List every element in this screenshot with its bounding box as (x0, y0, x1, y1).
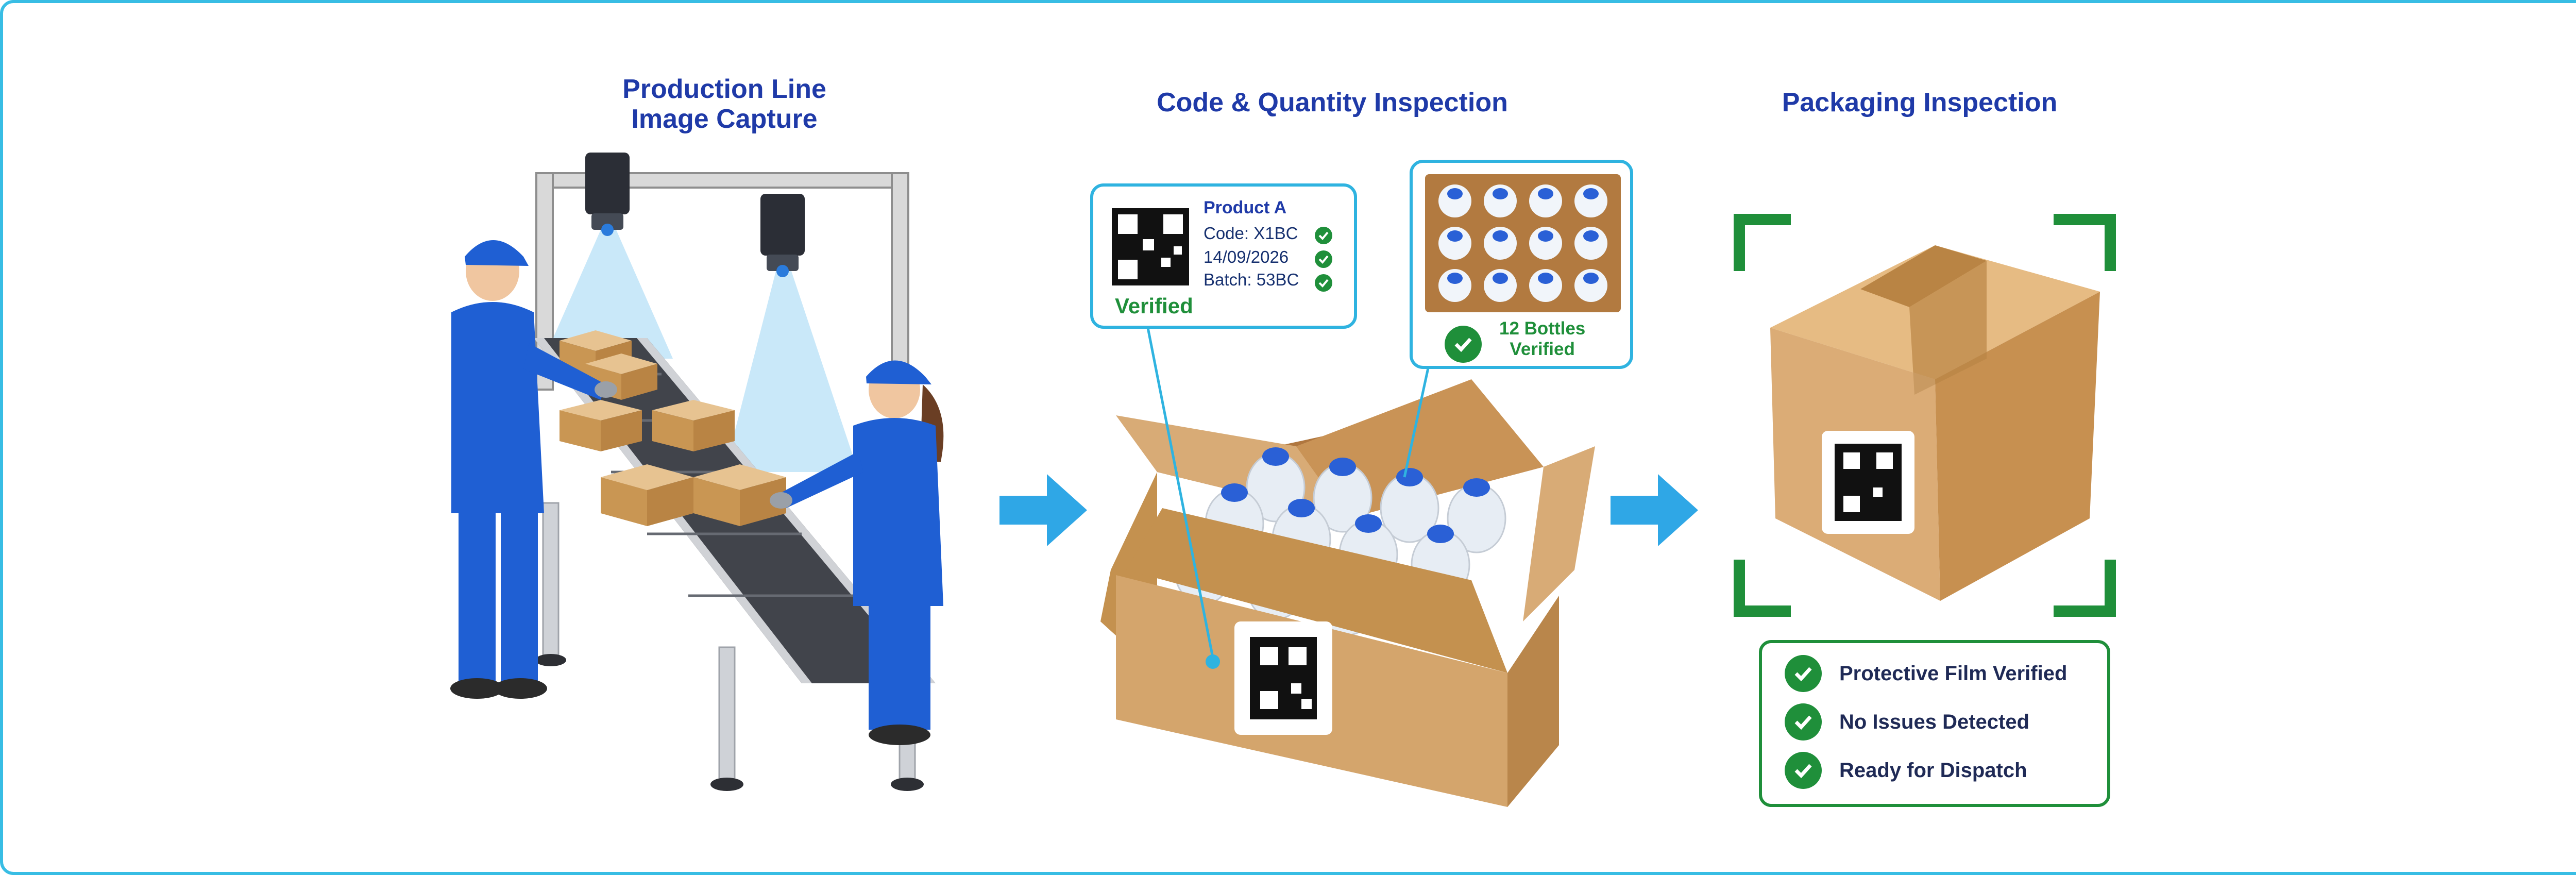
bottle-cap (1583, 273, 1599, 284)
worker-right (770, 360, 944, 745)
status-item: Ready for Dispatch (1785, 750, 2027, 790)
bottle-cap (1447, 188, 1463, 199)
bottle (1529, 269, 1562, 302)
stage-title-packaging: Packaging Inspection (1782, 88, 2058, 117)
bottle-grid-thumbnail (1425, 174, 1621, 312)
product-label-callout: Product A Code: X1BC 14/09/2026 Batch: 5… (1090, 183, 1357, 329)
camera-icon (760, 194, 805, 277)
bottle (1484, 227, 1517, 260)
bottle-cap (1447, 230, 1463, 242)
check-icon (1315, 250, 1332, 268)
bottle (1574, 227, 1607, 260)
status-label: Protective Film Verified (1839, 662, 2067, 685)
qr-code-icon (1234, 621, 1332, 735)
qr-code-icon (1112, 208, 1189, 285)
bottle-cap (1583, 188, 1599, 199)
packaged-box-illustration (1734, 214, 2116, 617)
bottle (1529, 227, 1562, 260)
bottle-cap (1538, 230, 1553, 242)
stage-title-code-quantity: Code & Quantity Inspection (1157, 88, 1508, 117)
bottle-cap (1583, 230, 1599, 242)
bottle-cap (1493, 188, 1508, 199)
bottle (1438, 184, 1471, 217)
bottle (1438, 269, 1471, 302)
status-label: No Issues Detected (1839, 710, 2030, 733)
cardboard-box (601, 464, 693, 526)
cardboard-box (693, 464, 786, 526)
cardboard-box (652, 400, 735, 451)
bottle-cap (1493, 273, 1508, 284)
bottle (1574, 269, 1607, 302)
product-name: Product A (1204, 198, 1287, 217)
bottle (1484, 269, 1517, 302)
camera-beam-right (724, 271, 858, 472)
status-item: No Issues Detected (1785, 702, 2029, 742)
production-line-illustration (450, 153, 944, 791)
product-batch: Batch: 53BC (1204, 270, 1299, 289)
product-date: 14/09/2026 (1204, 247, 1289, 266)
check-icon (1315, 227, 1332, 244)
status-item: Protective Film Verified (1785, 653, 2067, 694)
bottle-cap (1493, 230, 1508, 242)
bottle (1574, 184, 1607, 217)
bottle (1529, 184, 1562, 217)
bottle-cap (1538, 188, 1553, 199)
bottle (1484, 184, 1517, 217)
bottle (1438, 227, 1471, 260)
callout-connectors (1145, 322, 1432, 663)
product-code: Code: X1BC (1204, 224, 1298, 243)
bottle-cap (1538, 273, 1553, 284)
stage-title-capture: Production Line Image Capture (622, 74, 826, 134)
worker-left (450, 240, 617, 699)
bottle-count-label: 12 Bottles Verified (1499, 318, 1586, 359)
open-box-with-bottles (1100, 379, 1595, 807)
bottle-cap (1447, 273, 1463, 284)
qr-code-icon (1822, 431, 1914, 534)
check-icon (1785, 655, 1822, 692)
camera-icon (585, 153, 630, 236)
bottle-count-callout: 12 Bottles Verified (1410, 160, 1633, 369)
camera-beam-left (544, 230, 673, 359)
arrow-right-icon (999, 474, 1087, 546)
cardboard-box (560, 400, 642, 451)
packaging-status-panel: Protective Film Verified No Issues Detec… (1759, 640, 2110, 807)
check-icon (1785, 703, 1822, 741)
arrow-right-icon (1611, 474, 1698, 546)
check-icon (1445, 326, 1482, 363)
check-icon (1315, 274, 1332, 292)
check-icon (1785, 752, 1822, 789)
status-label: Ready for Dispatch (1839, 759, 2027, 782)
product-verified-label: Verified (1115, 294, 1193, 318)
